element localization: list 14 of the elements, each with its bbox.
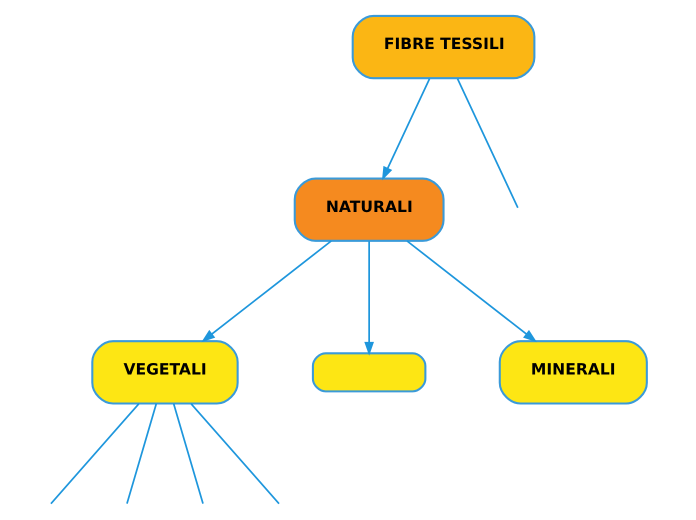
connector (172, 402, 204, 504)
arrow (406, 240, 536, 342)
connector (190, 402, 280, 504)
arrow (200, 240, 332, 342)
connector (126, 402, 157, 504)
node-box: VEGETALI (90, 340, 238, 404)
node-box: FIBRE TESSILI (351, 14, 535, 79)
arrow (364, 240, 374, 356)
connector (50, 402, 140, 504)
node-box: NATURALI (293, 177, 444, 242)
connector (456, 78, 518, 208)
node-box (311, 352, 426, 392)
node-box: MINERALI (498, 340, 648, 404)
arrow (381, 78, 430, 180)
